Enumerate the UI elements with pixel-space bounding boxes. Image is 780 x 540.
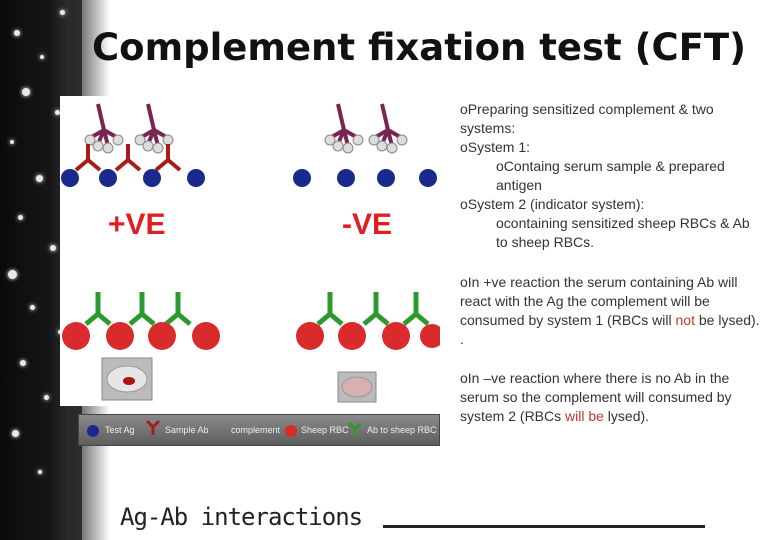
text-block-systems: oPreparing sensitized complement & two s… — [460, 100, 765, 252]
footer-label: Ag-Ab interactions — [120, 503, 363, 531]
well-result-negative — [337, 371, 377, 403]
sheep-rbc — [62, 322, 220, 350]
sheep-rbc — [296, 322, 444, 350]
figure-legend: Test Ag Sample Ab complement Sheep RBC A… — [78, 414, 440, 446]
test-antigen — [61, 169, 205, 187]
well-result-positive — [101, 357, 153, 401]
bullet-positive-reaction: oIn +ve reaction the serum containing Ab… — [460, 274, 760, 347]
complement-molecule — [84, 103, 124, 154]
negative-label: -VE — [342, 208, 392, 241]
bullet-system2: oSystem 2 (indicator system): — [460, 196, 645, 212]
slide-title: Complement fixation test (CFT) — [92, 26, 747, 69]
anti-rbc-antibody — [84, 292, 192, 326]
cft-diagram-svg: +VE -VE — [61, 103, 444, 403]
legend-item: Ab to sheep RBC — [367, 425, 437, 435]
bullet-system2-detail: ocontaining sensitized sheep RBCs & Ab t… — [496, 215, 750, 250]
sample-antibody — [74, 144, 182, 172]
complement-molecule — [368, 103, 408, 154]
bullet-system1-detail: oContaing serum sample & prepared antige… — [496, 158, 725, 193]
legend-icons — [87, 419, 363, 437]
legend-item: Sample Ab — [165, 425, 209, 435]
cft-diagram: +VE -VE — [60, 96, 444, 406]
text-block-positive: oIn +ve reaction the serum containing Ab… — [460, 273, 765, 349]
legend-item: Test Ag — [105, 425, 135, 435]
legend-rbc-icon — [285, 425, 297, 437]
bullet-system1: oSystem 1: — [460, 139, 531, 155]
positive-label: +VE — [108, 208, 166, 241]
legend-antibody-icon — [145, 419, 161, 435]
legend-item: Sheep RBC — [301, 425, 349, 435]
text-block-negative: oIn –ve reaction where there is no Ab in… — [460, 369, 765, 426]
anti-rbc-antibody — [316, 292, 430, 326]
complement-molecule — [324, 103, 364, 154]
footer-divider — [383, 525, 705, 528]
legend-antigen-icon — [87, 425, 99, 437]
legend-item: complement — [231, 425, 281, 435]
bullet-preparing: oPreparing sensitized complement & two s… — [460, 101, 714, 136]
bullet-negative-reaction: oIn –ve reaction where there is no Ab in… — [460, 370, 732, 424]
legend-anti-rbc-icon — [347, 421, 363, 437]
test-antigen — [293, 169, 437, 187]
complement-molecule — [134, 103, 174, 154]
